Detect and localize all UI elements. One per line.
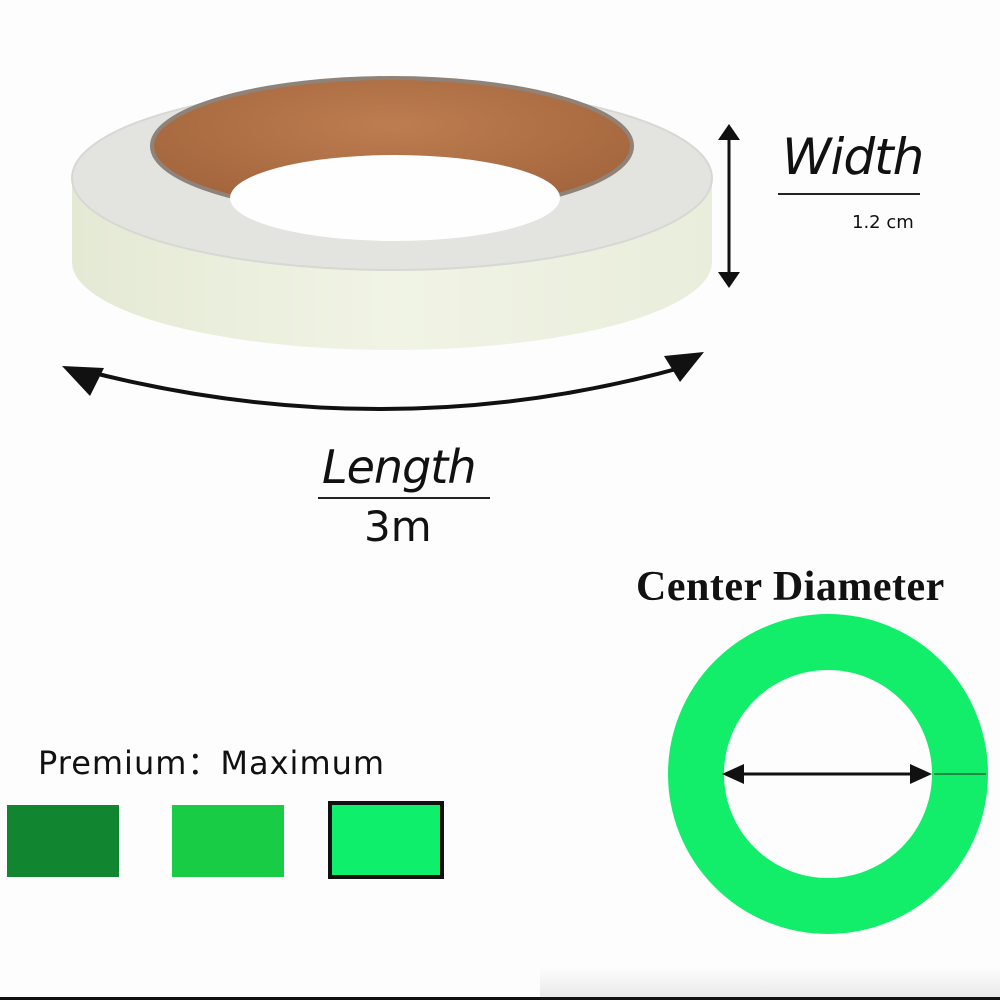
- length-label: Length: [322, 440, 476, 494]
- length-divider: [318, 497, 490, 499]
- bottom-border: [0, 997, 1000, 1000]
- glow-swatch-level-3: [328, 801, 444, 879]
- width-value: 1.2 cm: [852, 212, 914, 233]
- tape-roll-image: [62, 76, 740, 412]
- length-value: 3m: [364, 502, 432, 551]
- glow-swatch-level-1: [7, 805, 119, 877]
- bottom-shadow: [540, 968, 1000, 998]
- width-label: Width: [782, 128, 924, 186]
- width-divider: [778, 193, 920, 195]
- glow-level-label: Premium：Maximum: [38, 744, 386, 782]
- center-diameter-label: Center Diameter: [636, 564, 945, 610]
- center-diameter-ring: [668, 614, 988, 934]
- glow-swatch-level-2: [172, 805, 284, 877]
